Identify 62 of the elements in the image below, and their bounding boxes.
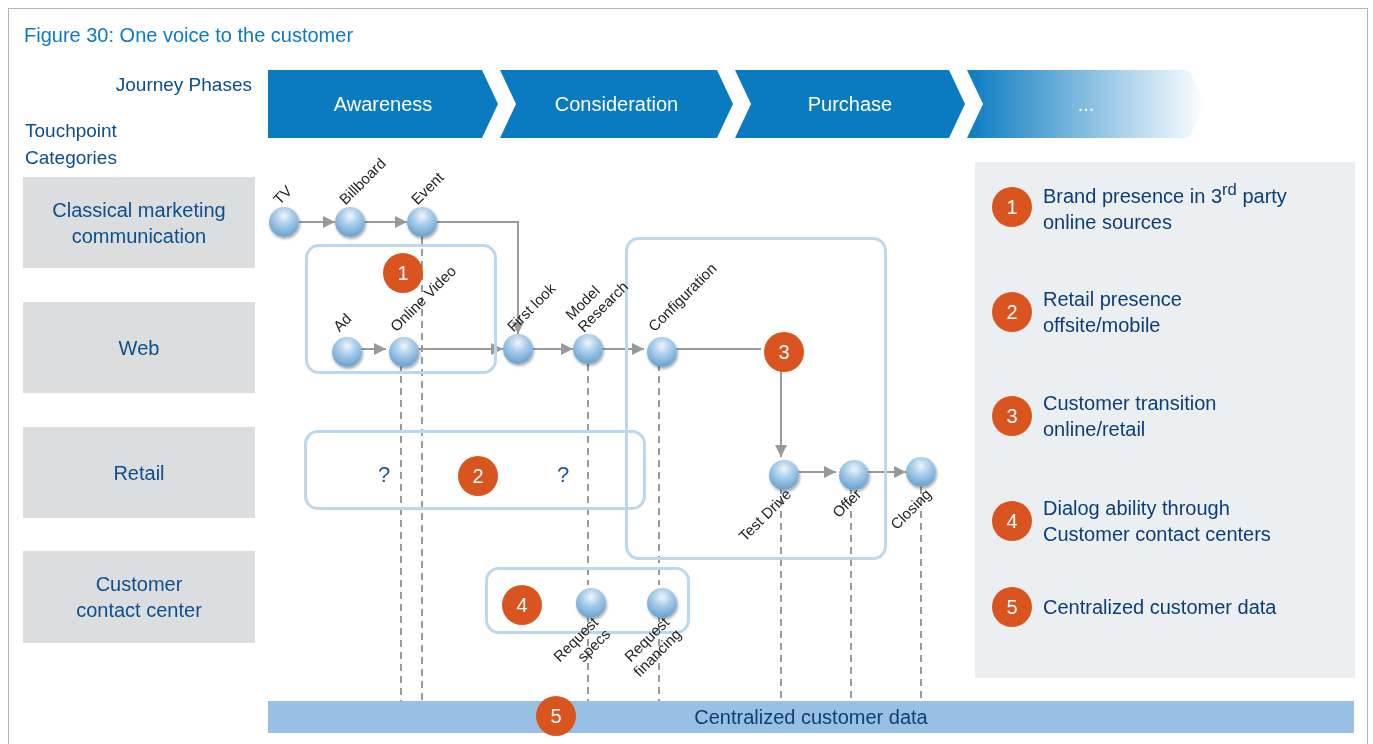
category-label: Web <box>118 335 160 361</box>
legend-panel <box>975 162 1355 678</box>
legend-text: Retail presence offsite/mobile <box>1043 287 1183 338</box>
phase-label: Awareness <box>333 92 433 116</box>
category-label: Retail <box>113 460 165 486</box>
dashed-line <box>587 363 589 586</box>
number-badge: 3 <box>992 396 1032 436</box>
question-mark: ? <box>378 461 392 489</box>
legend-text: Dialog ability through Customer contact centers <box>1043 496 1272 547</box>
number-badge: 1 <box>383 253 423 293</box>
question-mark: ? <box>557 461 571 489</box>
axis-heading: Touchpoint Categories <box>25 119 118 170</box>
figure-title: Figure 30: One voice to the customer <box>24 24 354 47</box>
arrow <box>602 343 645 355</box>
phase-band <box>268 70 498 138</box>
category-box <box>23 427 255 518</box>
touchpoint-sphere <box>769 460 799 490</box>
phase-label: Consideration <box>554 92 679 116</box>
touchpoint-sphere <box>335 207 365 237</box>
touchpoint-sphere <box>389 337 419 367</box>
legend-text: Customer transition online/retail <box>1043 391 1218 442</box>
touchpoint-sphere <box>573 334 603 364</box>
category-label: Customer contact center <box>75 572 203 623</box>
touchpoint-sphere <box>647 588 677 618</box>
arrow <box>436 221 524 335</box>
touchpoint-sphere <box>503 334 533 364</box>
number-badge: 3 <box>764 332 804 372</box>
number-badge: 1 <box>992 187 1032 227</box>
category-label: Classical marketing communication <box>51 197 227 249</box>
phase-label: ... <box>1077 92 1095 116</box>
grouping-frame <box>304 430 646 510</box>
touchpoint-sphere <box>647 337 677 367</box>
touchpoint-label: TV <box>270 182 296 208</box>
arrow <box>364 216 408 228</box>
grouping-frame <box>305 244 497 374</box>
number-badge: 2 <box>992 292 1032 332</box>
touchpoint-sphere <box>332 337 362 367</box>
axis-heading: Journey Phases <box>114 73 252 97</box>
legend-text: Brand presence in 3$^{rd}$ party online sources <box>1043 179 1288 235</box>
phase-band <box>735 70 965 138</box>
category-box <box>23 177 255 268</box>
category-box <box>23 302 255 393</box>
touchpoint-sphere <box>407 207 437 237</box>
touchpoint-sphere <box>576 588 606 618</box>
number-badge: 4 <box>502 585 542 625</box>
category-box <box>23 551 255 643</box>
bar-label: Centralized customer data <box>694 705 928 729</box>
dashed-line <box>421 236 423 702</box>
touchpoint-sphere <box>906 457 936 487</box>
number-badge: 5 <box>992 587 1032 627</box>
number-badge: 5 <box>536 696 576 736</box>
touchpoint-label: Ad <box>330 310 355 335</box>
touchpoint-sphere <box>839 460 869 490</box>
arrow <box>532 343 574 355</box>
legend-text: Centralized customer data <box>1043 595 1278 620</box>
number-badge: 4 <box>992 501 1032 541</box>
number-badge: 2 <box>458 456 498 496</box>
touchpoint-sphere <box>269 207 299 237</box>
arrow <box>298 216 336 228</box>
phase-label: Purchase <box>807 92 893 116</box>
phase-band <box>500 70 733 138</box>
data-bar <box>268 701 1354 733</box>
